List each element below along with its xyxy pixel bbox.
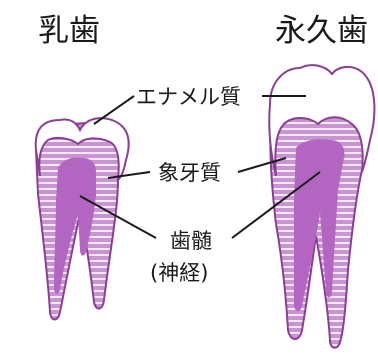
label-enamel: エナメル質 (136, 85, 241, 109)
title-permanent-tooth: 永久歯 (275, 13, 368, 49)
label-dentin: 象牙質 (158, 161, 221, 185)
baby-tooth (36, 118, 129, 319)
label-pulp: 歯髄 (170, 229, 212, 253)
title-baby-tooth: 乳歯 (38, 13, 100, 49)
permanent-tooth (269, 65, 374, 348)
label-nerve: (神経) (150, 261, 208, 285)
